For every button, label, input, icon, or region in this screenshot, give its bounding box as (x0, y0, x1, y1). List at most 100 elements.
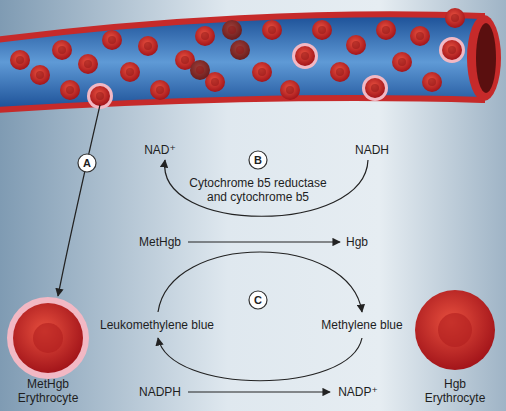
arrow-line (165, 160, 368, 216)
arrow-line (58, 105, 100, 296)
red-blood-cell (445, 8, 465, 28)
red-blood-cell (280, 80, 300, 100)
cell-body (150, 80, 170, 100)
cell-dimple (196, 66, 204, 74)
cell-dimple (352, 41, 360, 49)
callout-letter: A (77, 153, 97, 173)
red-blood-cell (415, 290, 495, 370)
molecule-label: NADP⁺ (338, 385, 378, 399)
cell-dimple (96, 92, 104, 100)
molecule-label: Cytochrome b5 reductase and cytochrome b… (183, 176, 333, 204)
molecule-label: Leukomethylene blue (100, 318, 214, 332)
callout-letter: B (248, 150, 268, 170)
arrow-line (188, 391, 330, 392)
vessel-opening (467, 15, 501, 101)
circle-shape (78, 154, 96, 172)
red-blood-cell (439, 37, 465, 63)
cell-halo (7, 297, 89, 379)
cell-dimple (211, 78, 219, 86)
cell-body (120, 62, 140, 82)
cell-dimple (398, 58, 406, 66)
cell-body (346, 35, 366, 55)
cell-dimple (181, 56, 189, 64)
cell-dimple (438, 313, 472, 347)
molecule-label: NADH (355, 143, 389, 157)
cell-dimple (448, 46, 456, 54)
vessel-lumen (476, 23, 496, 93)
cell-dimple (382, 26, 390, 34)
cell-halo (362, 75, 388, 101)
cell-halo (292, 43, 318, 69)
red-blood-cell (312, 20, 332, 40)
red-blood-cell (410, 26, 430, 46)
callout-circle: C (248, 290, 268, 310)
arrow-line (158, 338, 362, 381)
cell-body (190, 60, 210, 80)
blood-vessel (0, 14, 482, 110)
red-blood-cell (252, 62, 272, 82)
cell-body (52, 40, 72, 60)
red-blood-cell (52, 40, 72, 60)
red-blood-cell (120, 62, 140, 82)
red-blood-cell (13, 303, 83, 373)
red-blood-cell (230, 40, 250, 60)
cell-dimple (286, 86, 294, 94)
red-blood-cell (60, 80, 80, 100)
cell-dimple (16, 56, 24, 64)
red-blood-cell (392, 52, 412, 72)
cell-dimple (318, 26, 326, 34)
arrow-line (188, 241, 340, 242)
red-blood-cell (102, 30, 122, 50)
cell-dimple (236, 46, 244, 54)
cell-dimple (144, 42, 152, 50)
cell-body (230, 40, 250, 60)
red-blood-cell (346, 35, 366, 55)
red-blood-cell (190, 60, 210, 80)
molecule-label: NADPH (139, 385, 181, 399)
cell-dimple (228, 26, 236, 34)
red-blood-cell (30, 65, 50, 85)
red-blood-cell (138, 36, 158, 56)
red-blood-cell (262, 20, 282, 40)
cell-dimple (108, 36, 116, 44)
cell-body (392, 52, 412, 72)
circle-shape (249, 151, 267, 169)
cell-dimple (301, 52, 309, 60)
cell-body (222, 20, 242, 40)
cell-dimple (416, 32, 424, 40)
red-blood-cell (330, 62, 350, 82)
cell-body (90, 86, 110, 106)
molecule-label: MetHgb (139, 235, 181, 249)
callout-letter: C (248, 290, 268, 310)
cell-body (10, 50, 30, 70)
red-blood-cell (150, 80, 170, 100)
cell-body (78, 54, 98, 74)
red-blood-cell (292, 43, 318, 69)
red-blood-cell (222, 20, 242, 40)
molecule-label: Hgb (346, 235, 368, 249)
cell-body (102, 30, 122, 50)
cell-dimple (268, 26, 276, 34)
cell-dimple (371, 84, 379, 92)
cell-dimple (36, 71, 44, 79)
cell-body (30, 65, 50, 85)
cell-dimple (33, 323, 63, 353)
cell-dimple (156, 86, 164, 94)
cell-dimple (428, 78, 436, 86)
red-blood-cell (195, 26, 215, 46)
callout-circle: B (248, 150, 268, 170)
callout-circle: A (77, 153, 97, 173)
cell-body (138, 36, 158, 56)
cell-body (312, 20, 332, 40)
cell-dimple (336, 68, 344, 76)
molecule-label: Methylene blue (321, 318, 402, 332)
cell-body (195, 26, 215, 46)
cell-dimple (58, 46, 66, 54)
cell-body (365, 78, 385, 98)
cell-dimple (451, 14, 459, 22)
molecule-label: MetHgb Erythrocyte (13, 377, 83, 405)
circle-shape (249, 291, 267, 309)
red-blood-cell (376, 20, 396, 40)
